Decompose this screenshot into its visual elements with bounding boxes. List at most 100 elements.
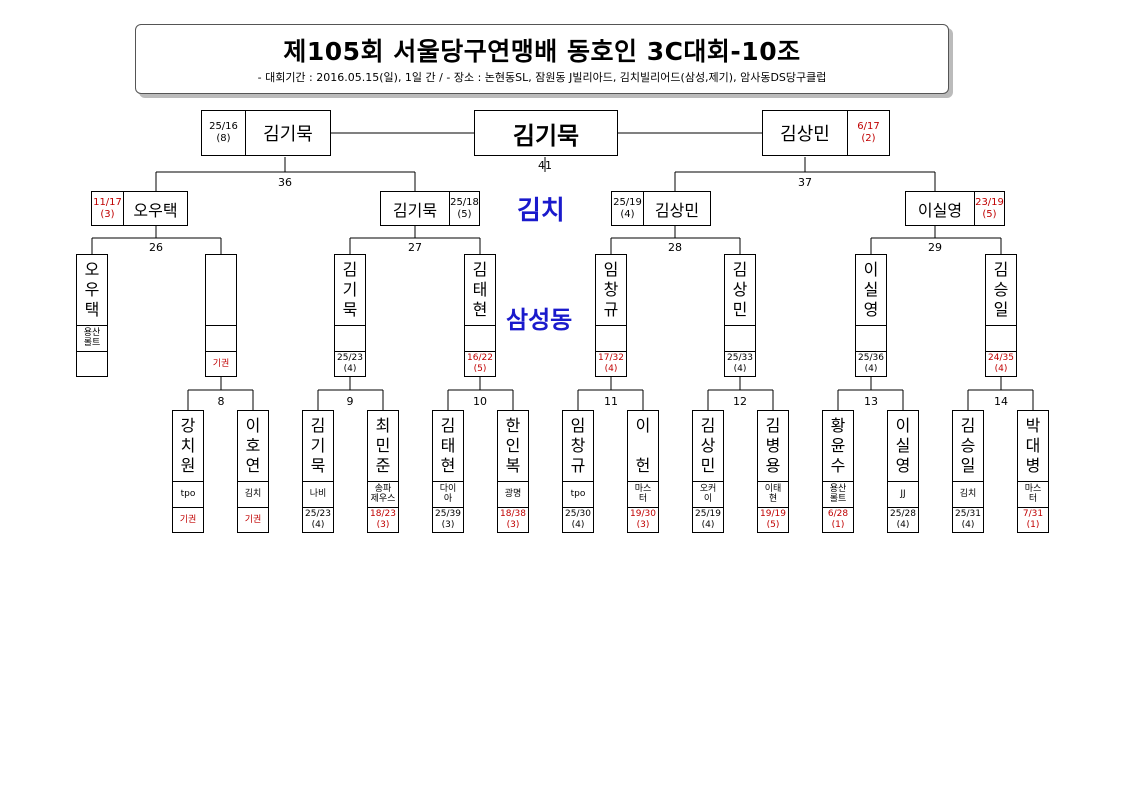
name-char: 태 [440,436,456,455]
semi-a-score: 11/17 [93,196,122,208]
club-line: 광명 [504,489,522,499]
first_round-player-club: JJ [888,481,918,508]
match-no-14: 14 [994,395,1008,408]
score-value: 기권 [179,514,197,525]
name-char: 택 [84,300,100,319]
club-line: tpo [570,489,586,499]
name-char: 규 [570,456,586,475]
first_round-player-club: 김치 [953,481,983,508]
semi-d-score: 23/19 [975,196,1004,208]
match-no-12: 12 [733,395,747,408]
final-left-inning: (8) [216,133,231,144]
name-char: 민 [700,456,716,475]
first_round-player-score: 25/28(4) [888,507,918,533]
first_round-player-club: tpo [173,481,203,508]
name-char: 승 [993,280,1009,299]
inning-value: (4) [604,364,618,374]
club-line: 나비 [309,489,327,499]
name-char: 김 [700,416,716,435]
inning-value: (5) [766,520,780,530]
club-line: 현 [768,494,778,504]
final-left-box: 25/16 (8) 김기묵 [201,110,331,156]
name-char: 임 [603,260,619,279]
score-value: 17/32 [598,353,624,363]
first_round-player-club: 광명 [498,481,528,508]
name-char: 치 [180,436,196,455]
club-line: tpo [180,489,196,499]
inning-value: (5) [473,364,487,374]
name-char: 황 [830,416,846,435]
score-value: 19/30 [630,509,656,519]
inning-value: (1) [1026,520,1040,530]
first_round-player-score: 18/23(3) [368,507,398,533]
quarters-player-score: 17/32(4) [596,351,626,377]
semi-b-score-cell: 25/18 (5) [449,192,479,225]
inning-value: (4) [864,364,878,374]
score-value: 25/36 [858,353,884,363]
name-char: 수 [830,456,846,475]
club-line: 제우스 [370,494,396,504]
inning-value: (3) [636,520,650,530]
quarters-player-club [986,325,1016,352]
first_round-player-score: 19/30(3) [628,507,658,533]
venue-upper: 김치 [517,196,565,226]
inning-value: (4) [994,364,1008,374]
inning-value: (4) [733,364,747,374]
club-line: 터 [1028,494,1038,504]
score-value: 25/31 [955,509,981,519]
name-char: 한 [505,416,521,435]
score-value: 기권 [244,514,262,525]
first_round-player-club: tpo [563,481,593,508]
name-char: 박 [1025,416,1041,435]
name-char: 연 [245,456,261,475]
name-char: 김 [440,416,456,435]
semi-b-name: 김기묵 [392,200,438,220]
champion-box: 김기묵 [474,110,618,156]
final-left-name: 김기묵 [263,124,313,145]
quarters-player-score: 기권 [206,351,236,377]
first_round-player-score: 18/38(3) [498,507,528,533]
score-value: 18/23 [370,509,396,519]
club-line: 용산 [83,328,101,338]
club-line: 오커 [699,484,717,494]
name-char: 일 [993,300,1009,319]
name-char: 묵 [310,456,326,475]
name-char: 헌 [635,456,651,475]
semi-c-inning: (4) [620,208,635,220]
semi-c-score: 25/19 [613,196,642,208]
name-char: 김 [310,416,326,435]
club-line: 롤트 [83,338,101,348]
club-line: 김치 [959,489,977,499]
name-char: 김 [732,260,748,279]
score-value: 25/39 [435,509,461,519]
name-char: 윤 [830,436,846,455]
name-char: 이 [245,416,261,435]
name-char: 이 [863,260,879,279]
semi-d-score-cell: 23/19 (5) [974,192,1004,225]
name-char: 상 [732,280,748,299]
quarters-player-club [725,325,755,352]
name-char: 병 [1025,456,1041,475]
